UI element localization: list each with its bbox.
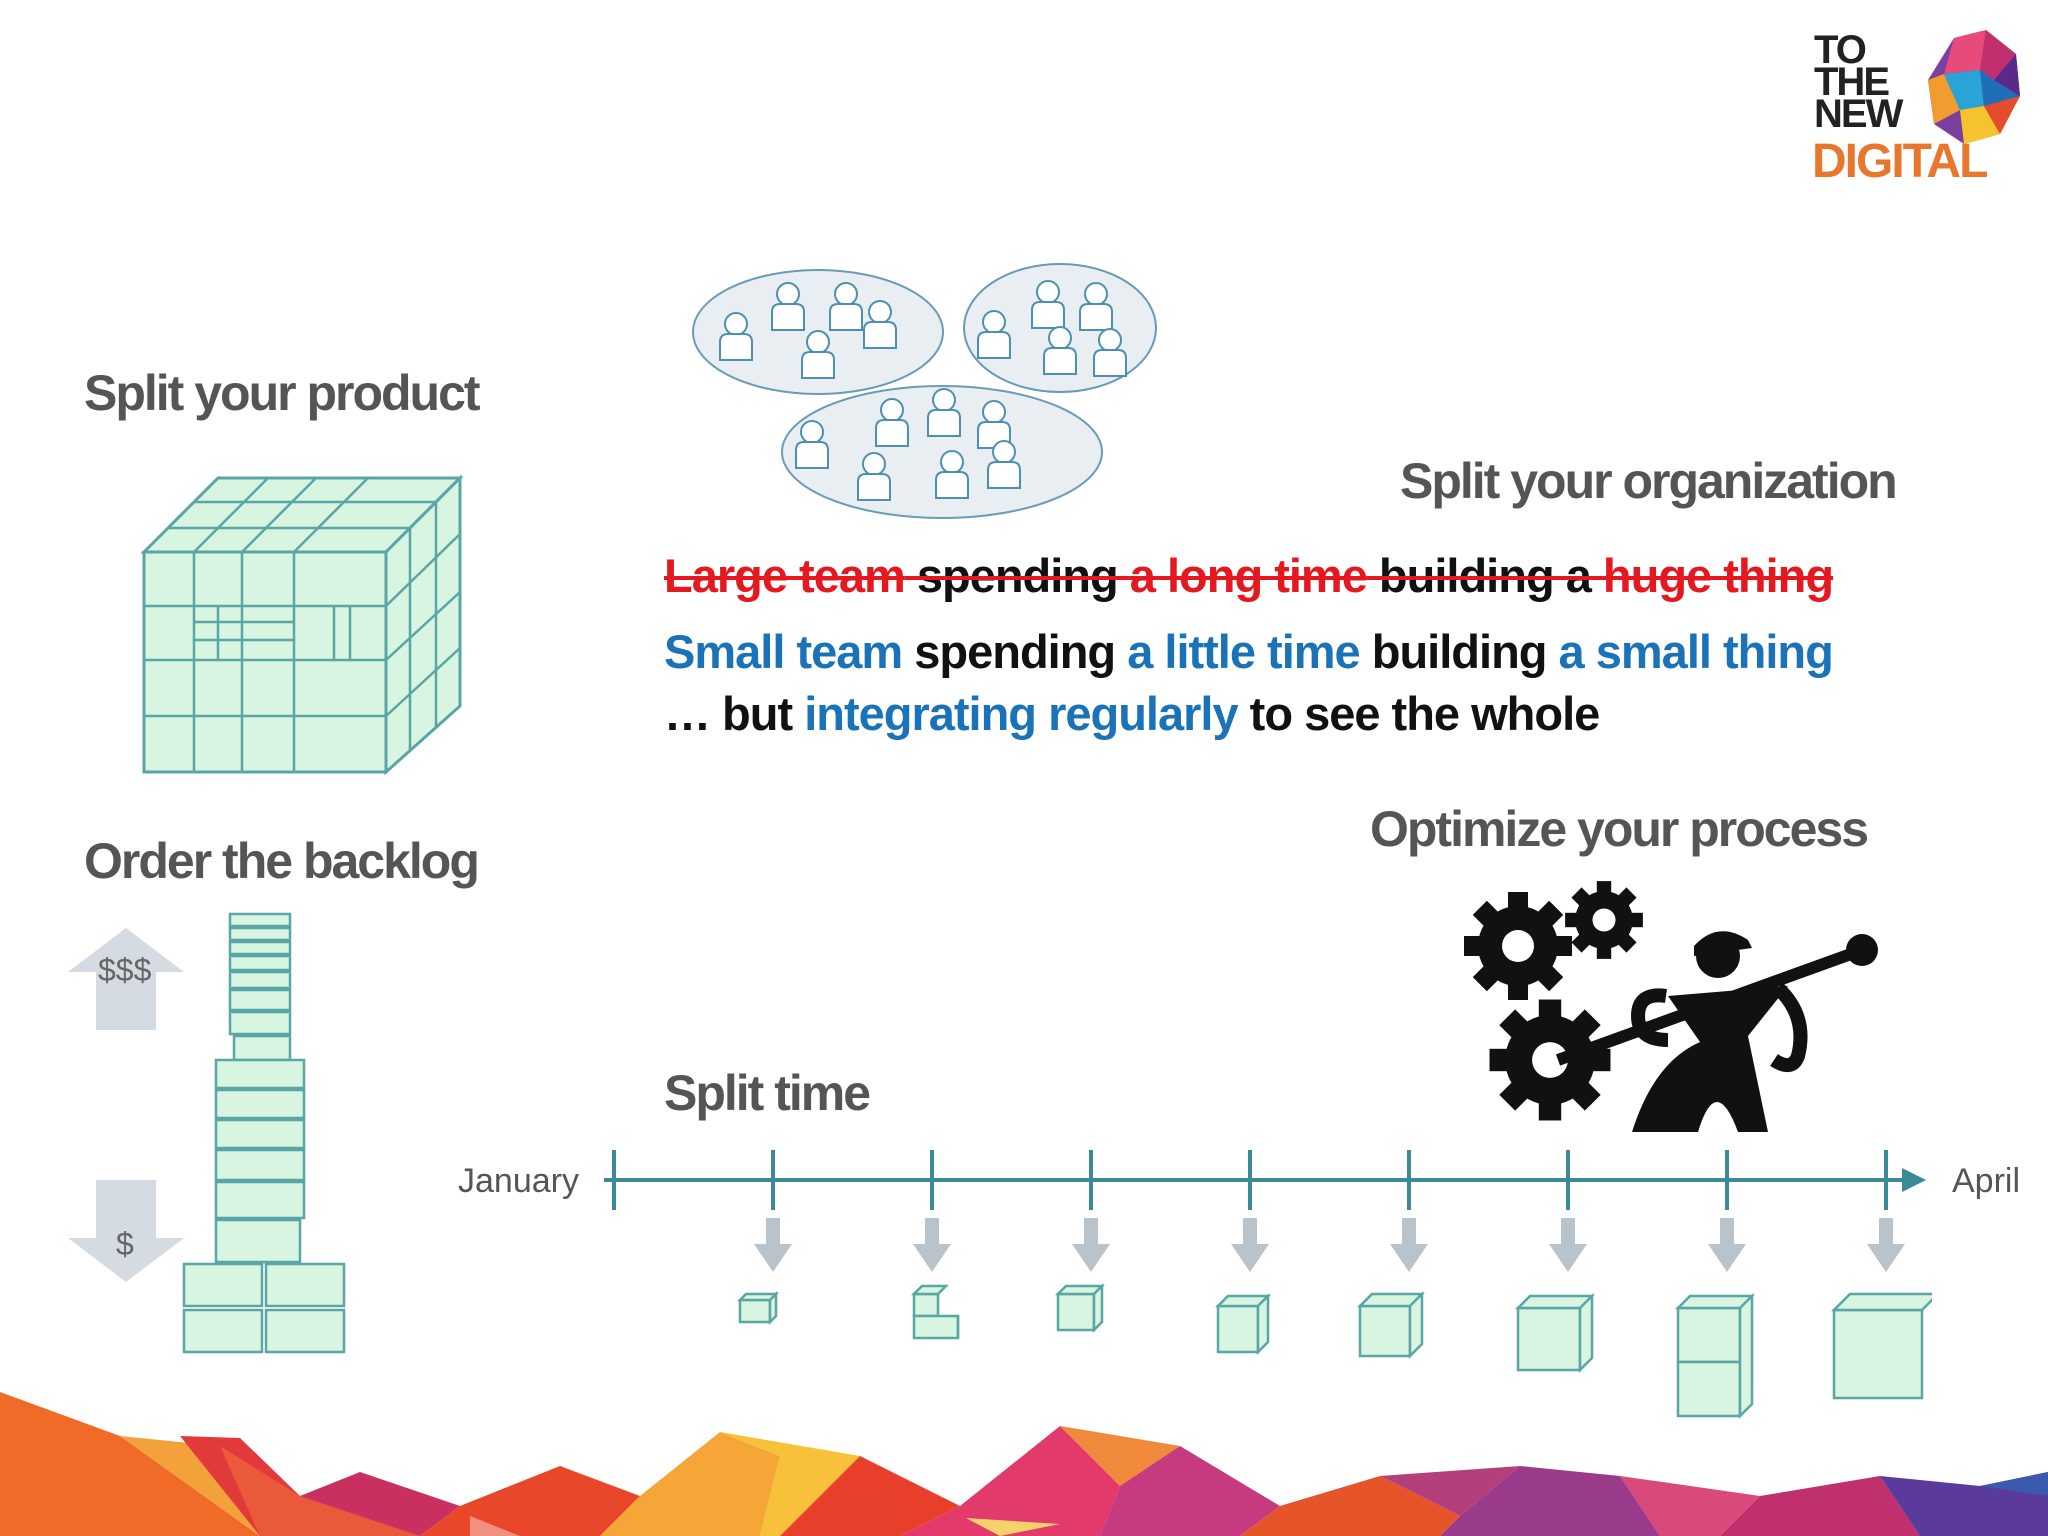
team-groups-illustration — [692, 263, 1157, 519]
split-product-heading: Split your product — [84, 365, 481, 421]
timeline-axis — [604, 1150, 1932, 1420]
low-value-arrow-icon — [68, 1180, 184, 1282]
new-statement-part-4: building — [1359, 625, 1559, 678]
split-time-heading: Split time — [664, 1065, 871, 1121]
logo-line-new: NEW — [1814, 92, 1903, 136]
low-value-label: $ — [116, 1226, 134, 1262]
product-cube-illustration — [140, 474, 464, 776]
new-statement-part-3: a little time — [1127, 625, 1361, 678]
old-statement-part-1: Large team — [664, 549, 906, 602]
split-organization-heading: Split your organization — [1400, 453, 1898, 509]
logo: TO THE NEW DIGITAL — [1812, 28, 2022, 188]
optimize-process-heading: Optimize your process — [1370, 801, 1869, 857]
new-statement-part-5: a small thing — [1558, 625, 1834, 678]
old-statement: Large team spending a long time building… — [664, 548, 1834, 603]
integrate-statement: … but integrating regularly to see the w… — [664, 686, 1601, 741]
high-value-label: $$$ — [98, 952, 152, 988]
logo-line-to: TO — [1814, 28, 1867, 72]
timeline-end-label: April — [1952, 1162, 2021, 1200]
new-statement: Small team spending a little time buildi… — [664, 624, 1834, 679]
logo-line-the: THE — [1814, 60, 1890, 104]
backlog-stack-illustration — [182, 912, 346, 1354]
old-statement-part-4: building a — [1366, 549, 1603, 602]
high-value-arrow-icon — [68, 928, 184, 1030]
old-statement-part-3: a long time — [1129, 549, 1368, 602]
process-gears-icon — [1464, 881, 1878, 1132]
new-statement-part-1: Small team — [664, 625, 903, 678]
timeline-start-label: January — [458, 1162, 579, 1200]
decorative-bottom-band — [0, 1392, 2048, 1536]
integrate-statement-part-1: … but — [664, 687, 805, 740]
integrate-statement-part-2: integrating regularly — [804, 687, 1238, 740]
logo-gem-icon — [1928, 30, 2020, 144]
logo-line-digital: DIGITAL — [1812, 135, 1988, 188]
old-statement-part-5: huge thing — [1602, 549, 1834, 602]
old-statement-part-2: spending — [904, 549, 1130, 602]
integrate-statement-part-3: to see the whole — [1237, 687, 1601, 740]
new-statement-part-2: spending — [902, 625, 1128, 678]
order-backlog-heading: Order the backlog — [84, 833, 480, 889]
